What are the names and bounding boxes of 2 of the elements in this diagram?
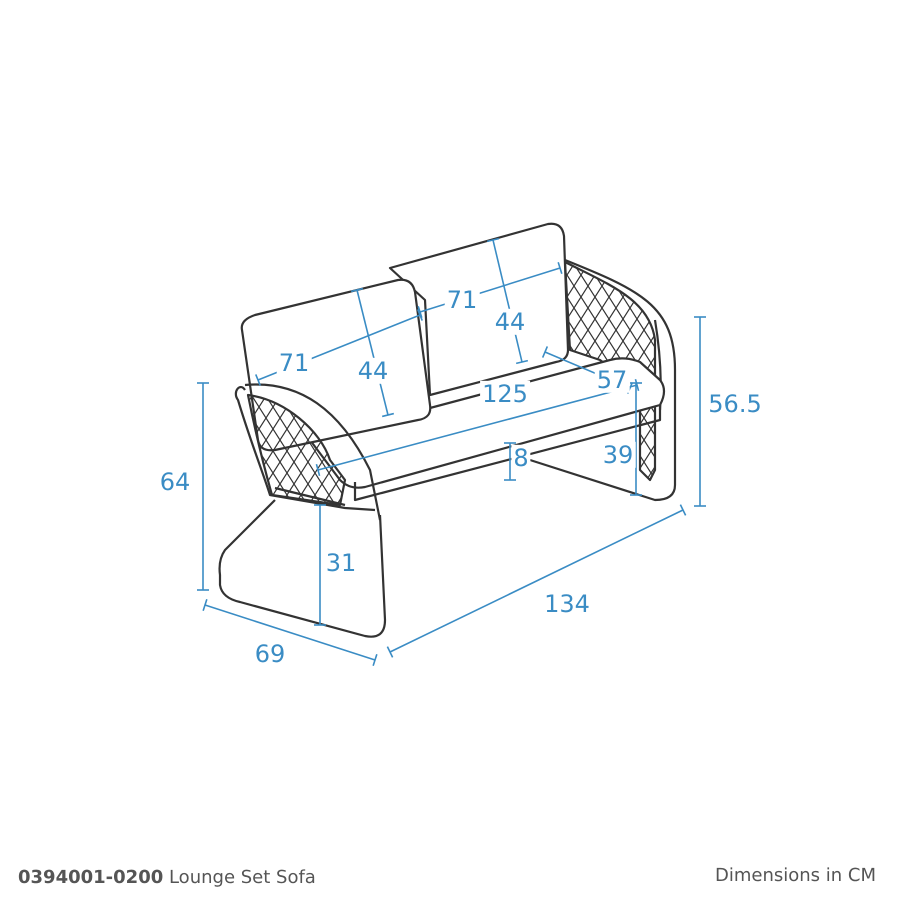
units-note: Dimensions in CM [715,865,876,886]
product-caption: 0394001-0200 Lounge Set Sofa [18,867,316,888]
